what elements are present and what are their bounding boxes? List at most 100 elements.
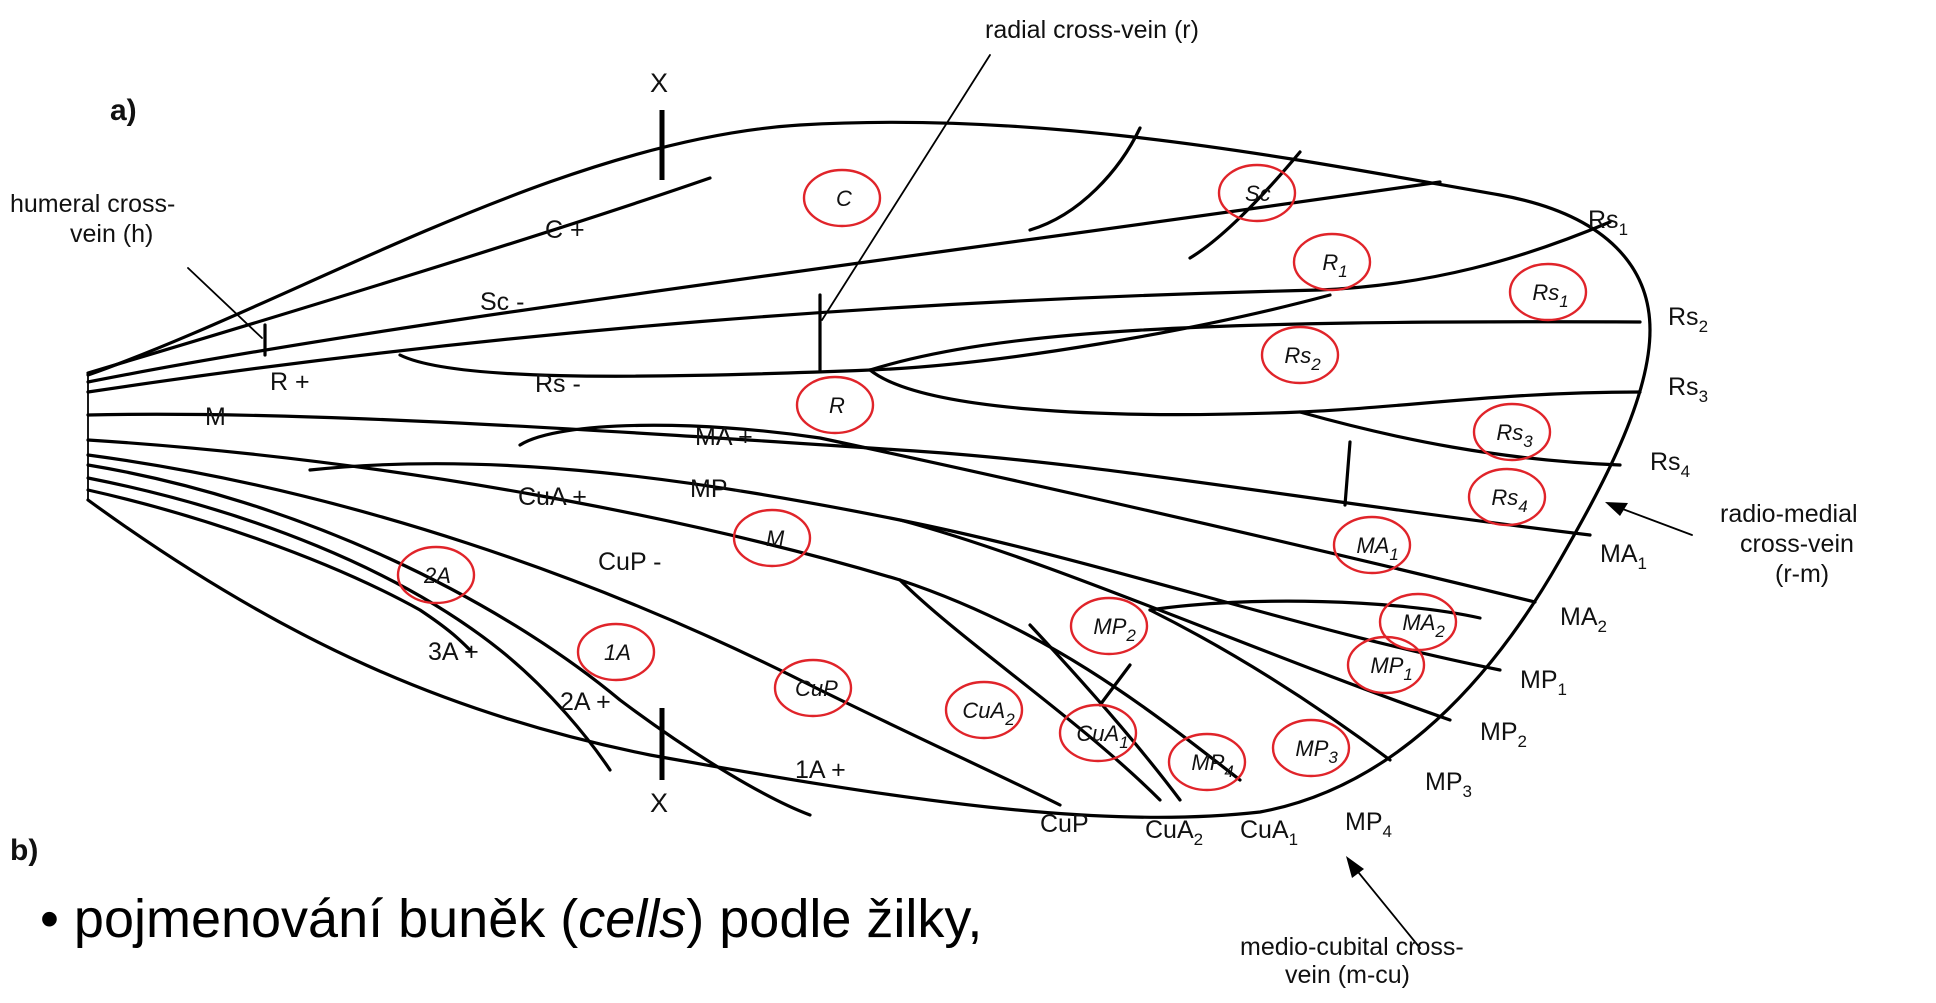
cell-label-mp3: MP3 — [1295, 736, 1338, 767]
cell-circle-cup — [773, 658, 853, 718]
cell-2a: 2A — [396, 545, 476, 605]
cell-m: M — [732, 508, 812, 568]
callout-humeral: humeral cross- vein (h) — [10, 190, 263, 339]
margin-label-rs3: Rs3 — [1668, 373, 1708, 406]
vein-m — [86, 412, 1592, 537]
svg-text:vein (m-cu): vein (m-cu) — [1285, 961, 1410, 989]
label-2a: 2A + — [560, 688, 611, 716]
section-marker-top: X — [650, 68, 668, 98]
callout-radio-medial: radio-medial cross-vein (r-m) — [1605, 500, 1858, 588]
cell-circle-m — [732, 508, 812, 568]
cell-label-mp2: MP2 — [1093, 614, 1136, 645]
cell-cup: CuP — [773, 658, 853, 718]
cell-circle-sc — [1217, 163, 1297, 223]
svg-text:cross-vein: cross-vein — [1740, 530, 1854, 558]
margin-label-mp4: MP4 — [1345, 808, 1392, 841]
cell-r1: R1 — [1292, 232, 1372, 292]
margin-label-mp3: MP3 — [1425, 768, 1472, 801]
cell-label-rs1: Rs1 — [1532, 280, 1568, 311]
cell-label-r1: R1 — [1322, 250, 1347, 281]
svg-text:vein (h): vein (h) — [70, 220, 153, 248]
cell-label-rs3: Rs3 — [1496, 420, 1533, 451]
cell-label-cup: CuP — [795, 676, 838, 701]
cell-label-cua2: CuA2 — [962, 698, 1015, 729]
margin-label-ma2: MA2 — [1560, 603, 1607, 636]
cell-label-cua1: CuA1 — [1076, 721, 1128, 752]
cell-label-r: R — [829, 393, 845, 418]
margin-label-rs1: Rs1 — [1588, 206, 1628, 239]
panel-label-b: b) — [10, 834, 38, 867]
vein-c — [86, 176, 712, 375]
label-ma: MA + — [695, 423, 753, 451]
cell-label-ma1: MA1 — [1356, 533, 1398, 564]
vein-3a — [86, 488, 472, 652]
bullet-text: • pojmenování buněk (cells) podle žilky, — [40, 889, 983, 949]
label-r: R + — [270, 368, 310, 396]
cell-cua2: CuA2 — [944, 680, 1024, 740]
margin-label-rs2: Rs2 — [1668, 303, 1708, 336]
vein-1a — [86, 463, 812, 817]
margin-label-mp1: MP1 — [1520, 666, 1567, 699]
margin-label-cua2: CuA2 — [1145, 816, 1203, 849]
callout-medio-cubital: medio-cubital cross- vein (m-cu) — [1240, 856, 1464, 989]
cell-circle-mp4 — [1167, 732, 1247, 792]
label-1a: 1A + — [795, 756, 846, 784]
margin-label-rs4: Rs4 — [1650, 448, 1690, 481]
cell-label-2a: 2A — [423, 563, 451, 588]
svg-text:humeral cross-: humeral cross- — [10, 190, 175, 218]
margin-label-ma1: MA1 — [1600, 540, 1647, 573]
vein-r — [86, 220, 1612, 394]
cell-label-sc: Sc — [1245, 181, 1271, 206]
label-3a: 3A + — [428, 638, 479, 666]
panel-label-a: a) — [110, 94, 137, 127]
longitudinal-veins — [86, 126, 1642, 817]
cell-rs4: Rs4 — [1467, 467, 1547, 527]
radio-medial-crossvein-line — [1343, 440, 1352, 507]
section-marker-bottom: X — [650, 788, 668, 818]
cell-sc: Sc — [1217, 163, 1297, 223]
callout-radial: radial cross-vein (r) — [821, 16, 1199, 321]
cell-rs1: Rs1 — [1508, 262, 1588, 322]
margin-label-cup: CuP — [1040, 810, 1089, 838]
svg-text:radial cross-vein (r): radial cross-vein (r) — [985, 16, 1199, 44]
vein-labels: C + Sc - R + Rs - M MA + MP - CuA + CuP … — [205, 216, 846, 784]
svg-text:radio-medial: radio-medial — [1720, 500, 1858, 528]
cell-circle-2a — [396, 545, 476, 605]
label-mp: MP - — [690, 475, 742, 503]
cell-circle-mp3 — [1271, 718, 1351, 778]
cell-circle-rs1 — [1508, 262, 1588, 322]
cell-circle-c — [802, 168, 882, 228]
vein-sc — [86, 180, 1442, 384]
cell-ma1: MA1 — [1332, 515, 1412, 575]
cell-mp2: MP2 — [1069, 596, 1149, 656]
cell-label-1a: 1A — [604, 640, 631, 665]
cell-circle-1a — [576, 622, 656, 682]
label-rs: Rs - — [535, 370, 581, 398]
vein-cua — [86, 438, 1242, 782]
cell-circle-r1 — [1292, 232, 1372, 292]
cell-label-rs4: Rs4 — [1491, 485, 1527, 516]
cell-rs2: Rs2 — [1260, 325, 1340, 385]
cell-rs3: Rs3 — [1472, 402, 1552, 462]
vein-2a — [86, 476, 612, 772]
cell-ma2: MA2 — [1378, 592, 1458, 652]
section-marker: X X — [650, 68, 668, 818]
cell-1a: 1A — [576, 622, 656, 682]
medio-cubital-crossvein-line — [1098, 663, 1132, 707]
cell-c: C — [802, 168, 882, 228]
cell-circle-ma1 — [1332, 515, 1412, 575]
vein-cup — [86, 453, 1062, 807]
label-m: M — [205, 403, 226, 431]
label-c: C + — [545, 216, 585, 244]
cell-circle-rs4 — [1467, 467, 1547, 527]
cell-label-c: C — [836, 186, 852, 211]
cell-mp3: MP3 — [1271, 718, 1351, 778]
cell-circle-rs2 — [1260, 325, 1340, 385]
cell-circle-mp2 — [1069, 596, 1149, 656]
cell-label-m: M — [766, 526, 785, 551]
label-cup: CuP - — [598, 548, 661, 576]
